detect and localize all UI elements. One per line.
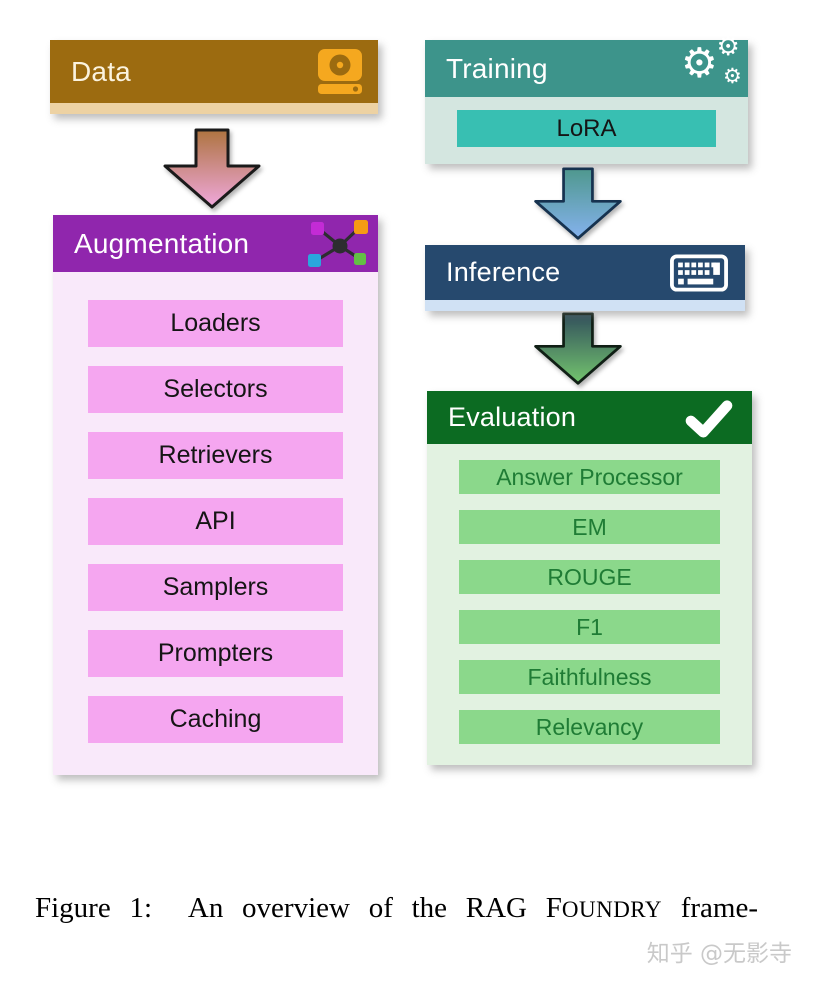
data-module-title: Data xyxy=(71,55,131,87)
arrow-data-to-augmentation xyxy=(163,128,261,209)
arrow-training-to-inference xyxy=(534,167,622,240)
hard-drive-icon xyxy=(318,49,362,94)
augmentation-item: Prompters xyxy=(88,630,343,677)
augmentation-item: Selectors xyxy=(88,366,343,413)
data-module-header: Data xyxy=(50,40,378,103)
gear-icon: ⚙ xyxy=(681,39,718,87)
augmentation-item: Caching xyxy=(88,696,343,743)
evaluation-item: Faithfulness xyxy=(459,660,720,694)
gear-icon: ⚙ xyxy=(722,64,742,88)
augmentation-item: Samplers xyxy=(88,564,343,611)
network-graph-icon xyxy=(308,220,368,267)
augmentation-item: Loaders xyxy=(88,300,343,347)
augmentation-module-body: Loaders Selectors Retrievers API Sampler… xyxy=(53,272,378,775)
inference-module-strip xyxy=(425,300,745,311)
evaluation-item: EM xyxy=(459,510,720,544)
figure-caption: Figure 1: An overview of the RAG FOUNDRY… xyxy=(35,816,758,981)
training-item-lora: LoRA xyxy=(457,110,716,147)
evaluation-item: Relevancy xyxy=(459,710,720,744)
caption-line-1: Figure 1: An overview of the RAG FOUNDRY… xyxy=(35,892,758,924)
evaluation-module-body: Answer Processor EM ROUGE F1 Faithfulnes… xyxy=(427,444,752,765)
inference-module-title: Inference xyxy=(446,257,561,287)
augmentation-item: API xyxy=(88,498,343,545)
augmentation-module-title: Augmentation xyxy=(74,227,250,259)
evaluation-item: ROUGE xyxy=(459,560,720,594)
evaluation-module-header: Evaluation xyxy=(427,391,752,444)
inference-module-header: Inference xyxy=(425,245,745,300)
checkmark-icon xyxy=(685,400,733,438)
evaluation-item: F1 xyxy=(459,610,720,644)
data-module-box: Data xyxy=(50,40,378,114)
training-module-title: Training xyxy=(446,52,548,84)
keyboard-icon xyxy=(670,254,728,292)
data-module-strip xyxy=(50,103,378,114)
training-module-body: LoRA xyxy=(425,97,748,164)
augmentation-module-box: Augmentation Loaders Selectors Retriever… xyxy=(53,215,378,775)
training-module-header: Training ⚙ ⚙ ⚙ xyxy=(425,34,748,97)
gear-icon: ⚙ xyxy=(716,32,740,62)
foundry-smallcaps: OUNDRY xyxy=(561,897,662,922)
zhihu-watermark: 知乎 @无影寺 xyxy=(646,941,792,967)
arrow-inference-to-evaluation xyxy=(534,312,622,385)
evaluation-module-box: Evaluation Answer Processor EM ROUGE F1 … xyxy=(427,391,752,765)
inference-module-box: Inference xyxy=(425,245,745,311)
evaluation-item: Answer Processor xyxy=(459,460,720,494)
augmentation-module-header: Augmentation xyxy=(53,215,378,272)
evaluation-module-title: Evaluation xyxy=(448,402,577,432)
augmentation-item: Retrievers xyxy=(88,432,343,479)
training-module-box: Training ⚙ ⚙ ⚙ LoRA xyxy=(425,34,748,164)
